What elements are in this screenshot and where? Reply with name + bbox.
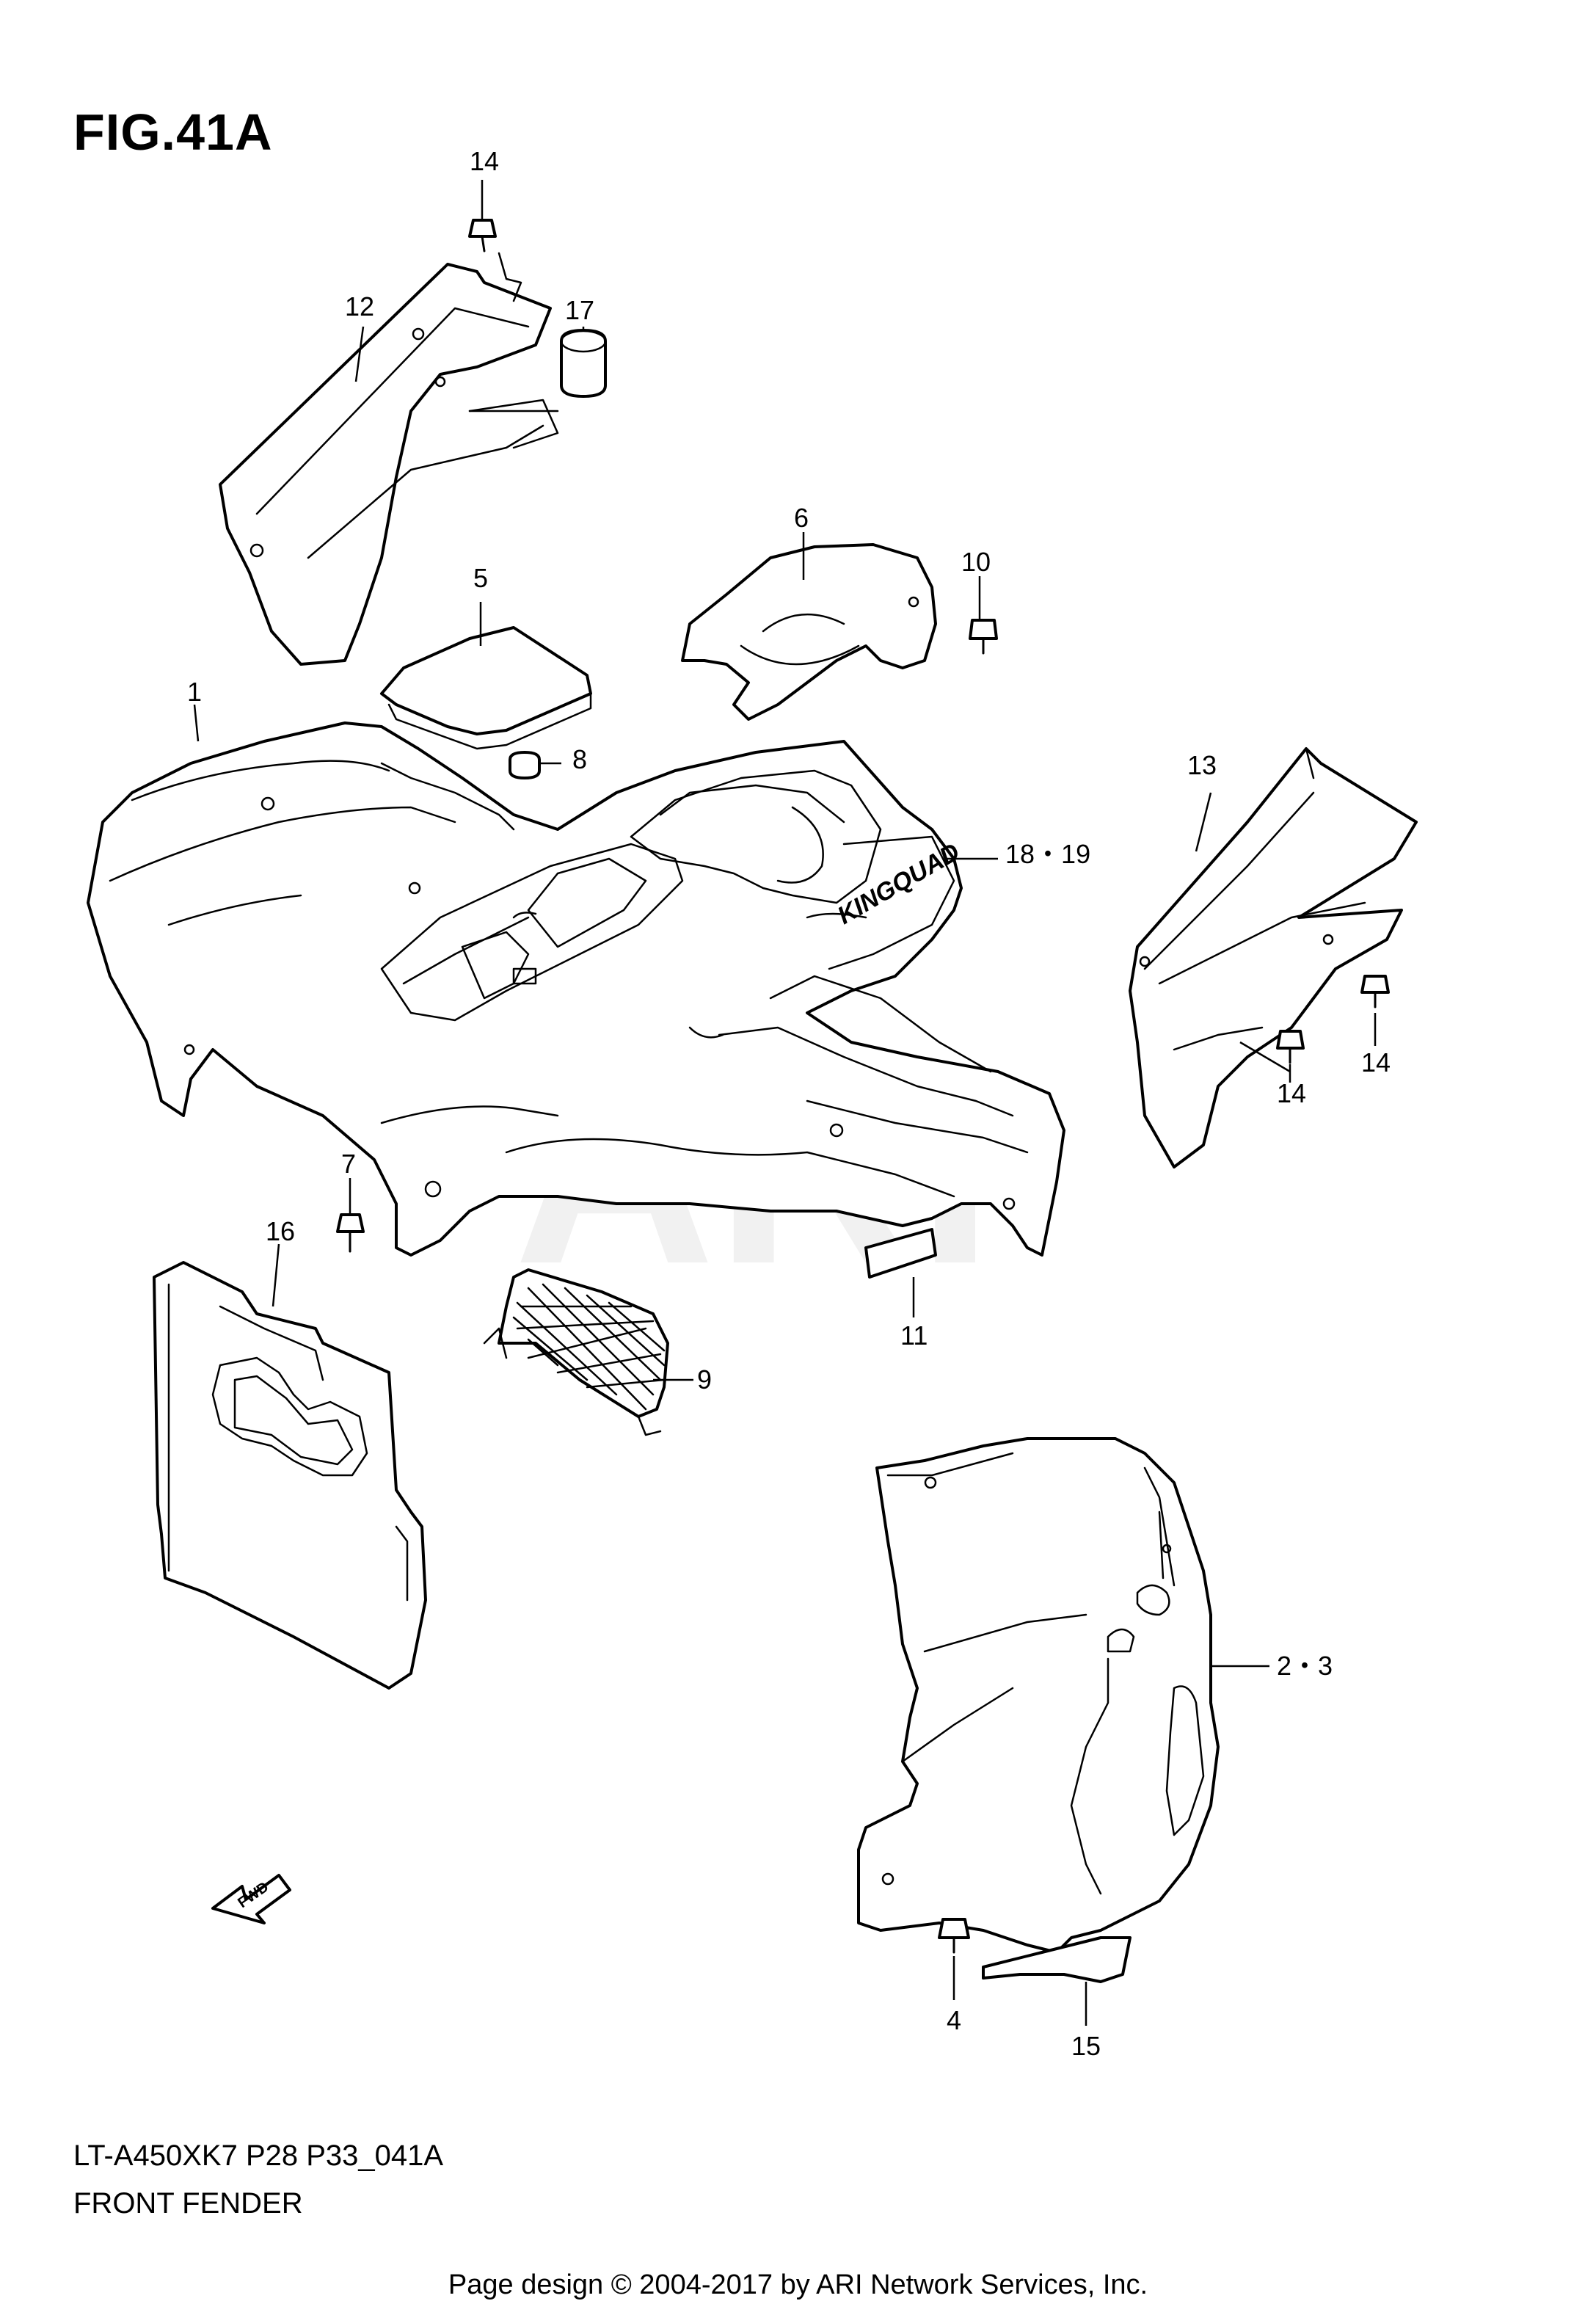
callout-10[interactable]: 10 xyxy=(961,547,991,577)
section-name: FRONT FENDER xyxy=(73,2187,303,2220)
callout-11[interactable]: 11 xyxy=(900,1320,928,1351)
callout-2-3[interactable]: 2・3 xyxy=(1277,1651,1333,1681)
callout-7[interactable]: 7 xyxy=(341,1149,356,1179)
part-15-strip[interactable] xyxy=(982,1936,1132,1983)
part-4-screw[interactable] xyxy=(938,1918,970,1954)
part-9-grille[interactable] xyxy=(483,1268,669,1436)
callout-15[interactable]: 15 xyxy=(1071,2031,1101,2061)
callout-13[interactable]: 13 xyxy=(1187,750,1217,780)
leader-lines xyxy=(193,180,1377,2026)
part-13-right-side-cover[interactable] xyxy=(1129,747,1418,1168)
callout-18-19[interactable]: 18・19 xyxy=(1005,839,1090,869)
part-1-front-fender[interactable]: KINGQUAD xyxy=(87,721,1065,1257)
forward-arrow-icon: FWD xyxy=(211,1874,291,1924)
part-5-storage-lid[interactable] xyxy=(380,626,592,750)
part-2-3-mud-flap[interactable] xyxy=(857,1437,1220,1954)
callout-6[interactable]: 6 xyxy=(794,503,809,533)
part-14-bolt-top[interactable] xyxy=(468,219,522,302)
callout-14-right-b[interactable]: 14 xyxy=(1277,1078,1306,1108)
part-8-rubber-cushion[interactable] xyxy=(509,751,541,779)
callout-14-right-a[interactable]: 14 xyxy=(1361,1047,1391,1077)
part-14-bolt-right-b[interactable] xyxy=(1276,1030,1305,1064)
callout-8[interactable]: 8 xyxy=(572,744,587,774)
callout-4[interactable]: 4 xyxy=(947,2005,961,2035)
callout-5[interactable]: 5 xyxy=(473,563,488,593)
copyright-footer: Page design © 2004-2017 by ARI Network S… xyxy=(448,2269,1148,2300)
callout-9[interactable]: 9 xyxy=(697,1364,712,1395)
callout-16[interactable]: 16 xyxy=(266,1216,295,1246)
part-14-bolt-right-a[interactable] xyxy=(1360,975,1390,1008)
part-10-screw[interactable] xyxy=(969,619,998,655)
callout-1[interactable]: 1 xyxy=(187,677,202,707)
callout-12[interactable]: 12 xyxy=(345,291,374,321)
callout-14-top[interactable]: 14 xyxy=(470,146,499,176)
part-7-screw[interactable] xyxy=(336,1213,365,1253)
model-code: LT-A450XK7 P28 P33_041A xyxy=(73,2140,444,2172)
callout-17[interactable]: 17 xyxy=(565,295,594,325)
part-16-mud-guard[interactable] xyxy=(153,1261,427,1690)
figure-title: FIG.41A xyxy=(73,103,273,161)
callout-labels: 14 12 17 6 10 5 8 1 18・19 13 14 14 7 16 … xyxy=(187,146,1391,2061)
part-12-left-side-cover[interactable] xyxy=(219,263,559,666)
part-11-pad[interactable] xyxy=(864,1228,937,1279)
part-17-grommet[interactable] xyxy=(560,329,607,398)
part-6-front-cover[interactable] xyxy=(681,543,937,721)
